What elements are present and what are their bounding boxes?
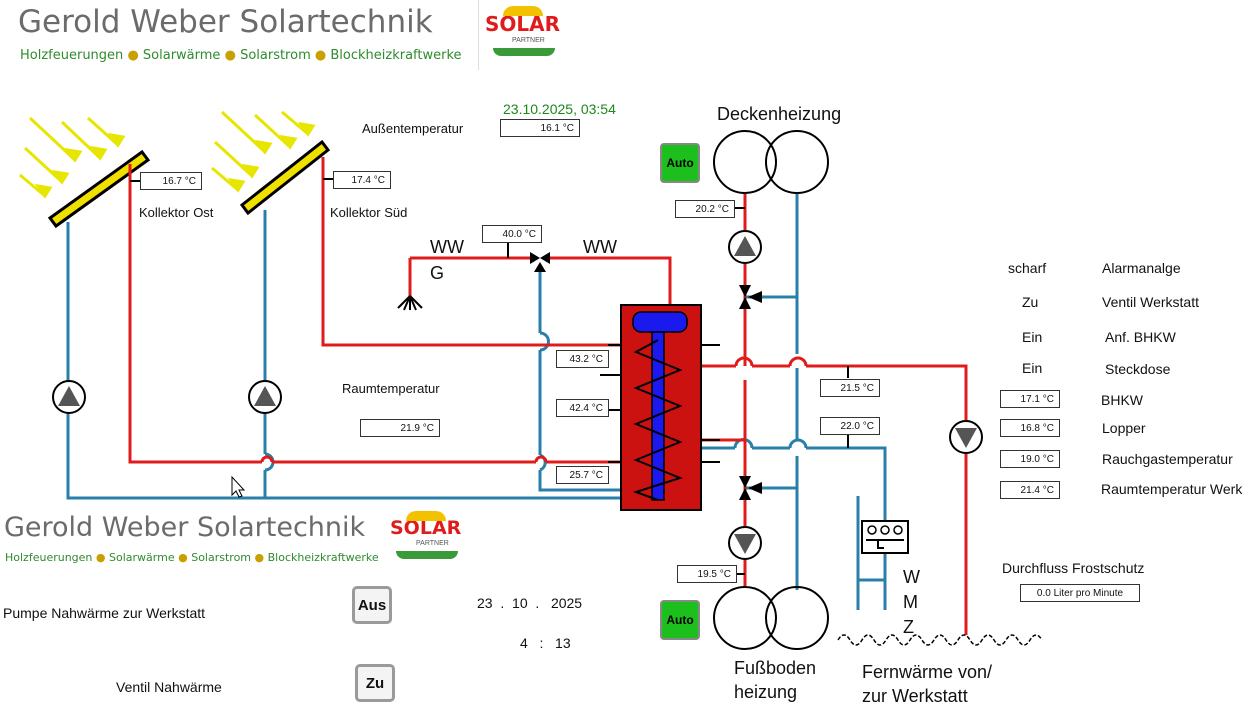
pump-icon (248, 380, 282, 414)
status-label-steckdose: Steckdose (1105, 361, 1171, 377)
status-label-alarm: Alarmanalge (1102, 260, 1181, 276)
fussboden-auto-button[interactable]: Auto (660, 600, 700, 640)
ventil-nahwaerme-label: Ventil Nahwärme (116, 679, 222, 695)
deckenheizung-label: Deckenheizung (717, 104, 842, 124)
ww-left-sub: G (430, 263, 445, 283)
heat-exchanger-icon (713, 130, 829, 194)
temp-label-raum-werk: Raumtemperatur Werk (1101, 481, 1243, 497)
company-tagline-lower: Holzfeuerungen ● Solarwärme ● Solarstrom… (5, 551, 379, 564)
status-value-bhkw: Ein (1022, 329, 1043, 345)
sun-rays-icon (211, 110, 316, 193)
status-value-ventil: Zu (1022, 294, 1039, 310)
sun-rays-icon (19, 116, 126, 199)
collector-ost-panel (47, 149, 151, 229)
speicher-temp-mid: 42.4 °C (556, 399, 609, 417)
company-tagline: Holzfeuerungen ● Solarwärme ● Solarstrom… (20, 48, 462, 63)
ventil-nahwaerme-button[interactable]: Zu (355, 664, 395, 702)
ww-right-label: WW (583, 237, 617, 257)
durchfluss-label: Durchfluss Frostschutz (1002, 560, 1145, 576)
pumpe-nahwaerme-button[interactable]: Aus (352, 586, 392, 624)
pump-icon (52, 380, 86, 414)
durchfluss-value: 0.0 Liter pro Minute (1020, 584, 1140, 602)
ww-left-label: WW (430, 237, 464, 257)
datetime-top: 23.10.2025, 03:54 (503, 101, 616, 117)
mixing-valve-icon (530, 252, 550, 272)
solar-partner-logo-lower: SOLAR PARTNER (384, 503, 472, 571)
temp-label-rauchgas: Rauchgastemperatur (1102, 451, 1233, 467)
fern-label-2: zur Werkstatt (862, 686, 968, 706)
temp-label-bhkw: BHKW (1101, 392, 1143, 408)
temp-raum-werk: 21.4 °C (1000, 481, 1060, 499)
fern-temp-1: 21.5 °C (820, 379, 880, 397)
ww-mixer-temp: 40.0 °C (482, 225, 542, 243)
fern-label-1: Fernwärme von/ (862, 662, 993, 682)
fussboden-label-1: Fußboden (734, 658, 817, 678)
ground-line (837, 634, 1043, 646)
solar-partner-logo: SOLAR PARTNER (478, 0, 569, 70)
status-value-steckdose: Ein (1022, 360, 1043, 376)
mouse-cursor-icon (231, 475, 246, 498)
temp-label-lopper: Lopper (1102, 420, 1146, 436)
raum-temp: 21.9 °C (360, 419, 440, 437)
fussboden-temp: 19.5 °C (677, 565, 737, 583)
speicher-temp-bottom: 25.7 °C (556, 466, 609, 484)
wmz-letter-z: Z (903, 617, 914, 637)
deckenheizung-temp: 20.2 °C (675, 200, 735, 218)
heat-meter-icon (861, 520, 909, 554)
wmz-letter-m: M (903, 592, 918, 612)
fussboden-label-2: heizung (734, 682, 798, 702)
raum-label: Raumtemperatur (342, 381, 440, 396)
heat-exchanger-icon (713, 586, 829, 650)
kollektor-ost-temp: 16.7 °C (140, 172, 202, 190)
cold-pipes (66, 192, 887, 610)
status-label-ventil: Ventil Werkstatt (1102, 294, 1200, 310)
aussen-label: Außentemperatur (362, 121, 464, 136)
status-label-bhkw: Anf. BHKW (1105, 329, 1176, 345)
speicher-temp-top: 43.2 °C (556, 350, 609, 368)
three-way-valve-icon (739, 476, 762, 500)
hot-pipes (128, 157, 968, 635)
pumpe-nahwaerme-label: Pumpe Nahwärme zur Werkstatt (3, 605, 206, 621)
temp-rauchgas: 19.0 °C (1000, 450, 1060, 468)
aussen-temp: 16.1 °C (500, 119, 580, 137)
deckenheizung-auto-button[interactable]: Auto (660, 143, 700, 183)
kollektor-sued-temp: 17.4 °C (333, 171, 391, 189)
temp-bhkw: 17.1 °C (1000, 390, 1060, 408)
lower-time: 4 : 13 (520, 635, 571, 651)
storage-tank (620, 304, 702, 511)
kollektor-sued-label: Kollektor Süd (330, 205, 408, 220)
company-title: Gerold Weber Solartechnik (18, 4, 433, 40)
wmz-letter-w: W (903, 567, 920, 587)
company-title-lower: Gerold Weber Solartechnik (4, 512, 366, 543)
pump-icon (728, 230, 762, 264)
shower-icon (397, 295, 423, 311)
fern-temp-2: 22.0 °C (820, 417, 880, 435)
collector-sued-panel (239, 139, 331, 216)
three-way-valve-icon (739, 285, 762, 309)
pump-icon (728, 526, 762, 560)
kollektor-ost-label: Kollektor Ost (139, 205, 214, 220)
temp-lopper: 16.8 °C (1000, 419, 1060, 437)
pump-icon (949, 420, 983, 454)
lower-date: 23 . 10 . 2025 (477, 595, 583, 611)
status-value-alarm: scharf (1008, 260, 1047, 276)
